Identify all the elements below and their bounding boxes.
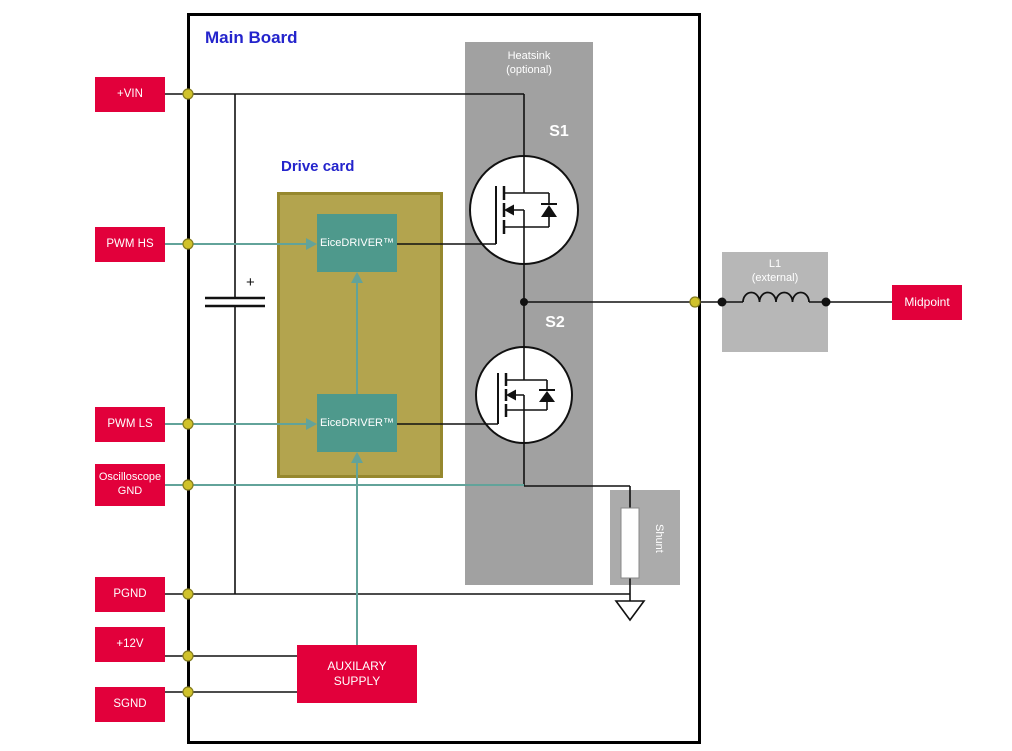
terminal-12v-label: +12V	[116, 638, 144, 651]
heatsink-label-line2: (optional)	[506, 64, 552, 77]
aux-supply-label-line1: AUXILARY	[327, 659, 387, 673]
terminal-oscilloscope-gnd: Oscilloscope GND	[95, 464, 165, 506]
terminal-pwm-hs: PWM HS	[95, 227, 165, 262]
terminal-sgnd-label: SGND	[113, 698, 147, 711]
shunt-label-text: Shunt	[653, 523, 665, 553]
terminal-pgnd-label: PGND	[113, 588, 147, 601]
terminal-sgnd: SGND	[95, 687, 165, 722]
drive-card-title: Drive card	[281, 158, 355, 175]
gate-driver-hs: EiceDRIVER™	[317, 214, 397, 272]
gate-driver-hs-label: EiceDRIVER™	[320, 237, 394, 249]
terminal-oscilloscope-gnd-line1: Oscilloscope	[98, 471, 162, 484]
terminal-midpoint-label: Midpoint	[904, 295, 950, 309]
shunt-box	[610, 490, 680, 585]
capacitor-plus-sign: +	[246, 274, 255, 291]
aux-supply-label-line2: SUPPLY	[333, 674, 381, 688]
inductor-label-line2: (external)	[751, 272, 799, 285]
main-board-title: Main Board	[205, 28, 298, 47]
terminal-midpoint: Midpoint	[892, 285, 962, 320]
gate-driver-ls-label: EiceDRIVER™	[320, 417, 394, 429]
terminal-pgnd: PGND	[95, 577, 165, 612]
switch-s2-label: S2	[545, 314, 565, 331]
terminal-pwm-ls: PWM LS	[95, 407, 165, 442]
heatsink-label-line1: Heatsink	[507, 50, 551, 62]
terminal-pwm-ls-label: PWM LS	[107, 418, 153, 431]
shunt-label: Shunt	[650, 494, 668, 582]
main-board-outline	[187, 13, 701, 744]
terminal-vin-label: +VIN	[117, 88, 143, 101]
aux-supply-box: AUXILARY SUPPLY	[297, 645, 417, 703]
inductor-label: L1 (external)	[722, 257, 828, 286]
terminal-vin: +VIN	[95, 77, 165, 112]
inductor-label-line1: L1	[768, 258, 782, 270]
terminal-oscilloscope-gnd-line2: GND	[117, 485, 143, 497]
terminal-pwm-hs-label: PWM HS	[106, 238, 154, 251]
switch-s1-label: S1	[549, 123, 569, 140]
heatsink-label: Heatsink (optional)	[465, 49, 593, 78]
gate-driver-ls: EiceDRIVER™	[317, 394, 397, 452]
terminal-12v: +12V	[95, 627, 165, 662]
